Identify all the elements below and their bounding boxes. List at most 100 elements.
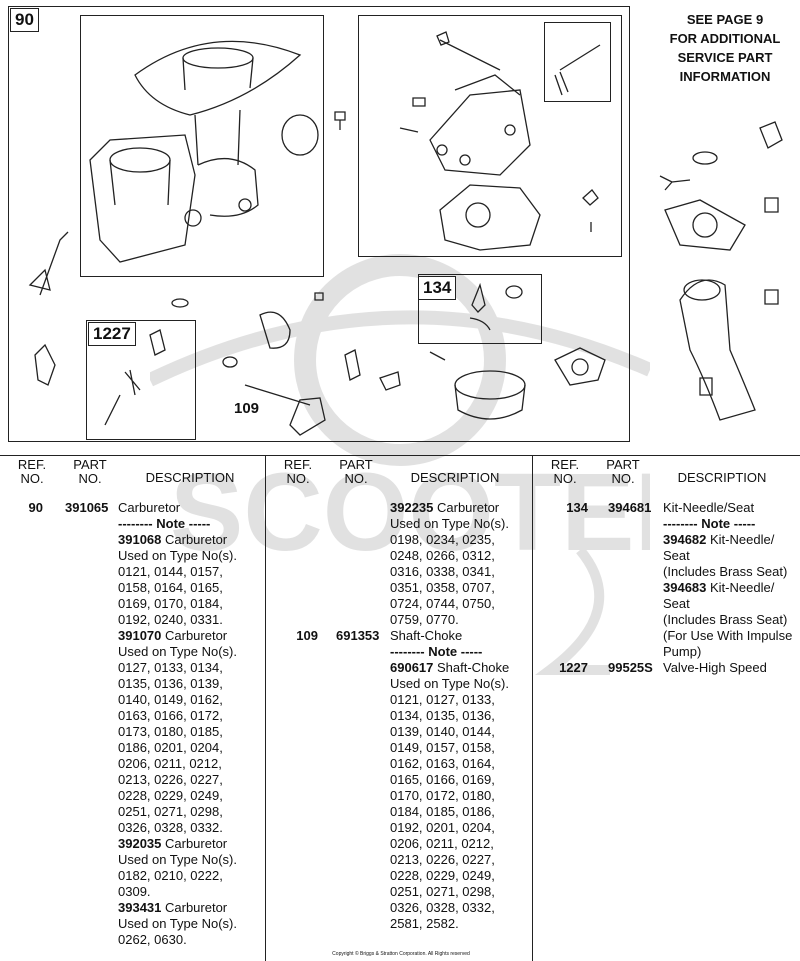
- description-line: 0170, 0172, 0180,: [390, 788, 495, 803]
- watermark-text: SCOOTER: [170, 451, 650, 574]
- description-line: 0134, 0135, 0136,: [390, 708, 495, 723]
- description-line: 0198, 0234, 0235,: [390, 532, 495, 547]
- header-ref: REF. NO.: [12, 458, 52, 486]
- alt-part-number: 393431: [118, 900, 162, 915]
- description-line: 0127, 0133, 0134,: [118, 660, 223, 675]
- description-line: 0228, 0229, 0249,: [390, 868, 495, 883]
- header-part-line2: NO.: [78, 471, 102, 486]
- description-line: 391070 Carburetor: [118, 628, 227, 644]
- header-part-line1: PART: [339, 457, 373, 472]
- description-line: Kit-Needle/Seat: [663, 500, 755, 515]
- description-text: Carburetor: [161, 628, 228, 643]
- alt-part-number: 391070: [118, 628, 162, 643]
- body-gasket-illustration: [439, 184, 541, 251]
- alt-part-number: 394682: [663, 532, 707, 547]
- note-divider: -------- Note -----: [118, 516, 211, 531]
- header-part-line1: PART: [73, 457, 107, 472]
- ref-number: 1227: [559, 660, 588, 675]
- header-part: PART NO.: [336, 458, 376, 486]
- alt-part-number: 392235: [390, 500, 434, 515]
- header-ref-line1: REF.: [283, 457, 313, 472]
- description-text: Kit-Needle/: [706, 532, 775, 547]
- description-line: 0262, 0630.: [118, 932, 187, 947]
- description-line: 0158, 0164, 0165,: [118, 580, 223, 595]
- alt-part-number: 394683: [663, 580, 707, 595]
- description-line: 392035 Carburetor: [118, 836, 227, 852]
- description-line: 0213, 0226, 0227,: [118, 772, 223, 787]
- header-ref-line2: NO.: [286, 471, 310, 486]
- part-number: 691353: [336, 628, 380, 643]
- part-number: 99525S: [608, 660, 653, 675]
- upper-body-inset-frame: [358, 15, 622, 257]
- exploded-diagram: 90 134 1227 109 SEE PAGE 9 FOR ADDITIONA…: [0, 0, 800, 455]
- description-line: 0316, 0338, 0341,: [390, 564, 495, 579]
- alt-part-number: 392035: [118, 836, 162, 851]
- choke-shaft-illustration: [244, 384, 326, 436]
- intake-gasket-illustration: [664, 199, 746, 251]
- description-line: Pump): [663, 644, 702, 659]
- header-part: PART NO.: [70, 458, 110, 486]
- header-ref-line2: NO.: [553, 471, 577, 486]
- carb-gasket-illustration: [554, 347, 606, 386]
- header-ref-line1: REF.: [17, 457, 47, 472]
- description-line: Used on Type No(s).: [390, 676, 509, 691]
- description-line: 0309.: [118, 884, 151, 899]
- description-line: 0140, 0149, 0162,: [118, 692, 223, 707]
- main-ref-label: 90: [10, 8, 39, 32]
- callout-134: 134: [418, 276, 457, 300]
- description-line: (Includes Brass Seat): [663, 612, 788, 627]
- description-text: Carburetor: [433, 500, 500, 515]
- header-description: DESCRIPTION: [145, 470, 235, 485]
- ref-number: 109: [296, 628, 318, 643]
- copyright-notice: Copyright © Briggs & Stratton Corporatio…: [332, 951, 470, 957]
- part-number: 394681: [608, 500, 652, 515]
- description-line: 392235 Carburetor: [390, 500, 499, 516]
- description-line: 0251, 0271, 0298,: [118, 804, 223, 819]
- description-line: 0173, 0180, 0185,: [118, 724, 223, 739]
- header-part-line1: PART: [606, 457, 640, 472]
- description-line: Valve-High Speed: [663, 660, 767, 675]
- carburetor-body-illustration: [89, 40, 302, 263]
- high-speed-valve-illustration: [104, 329, 166, 426]
- description-line: (For Use With Impulse: [663, 628, 793, 643]
- alt-part-number: 391068: [118, 532, 162, 547]
- header-part-line2: NO.: [611, 471, 635, 486]
- description-line: 0121, 0144, 0157,: [118, 564, 223, 579]
- intake-elbow-illustration: [679, 279, 756, 421]
- description-line: Used on Type No(s).: [390, 516, 509, 531]
- description-line: 0184, 0185, 0186,: [390, 804, 495, 819]
- carburetor-inset-frame: [80, 15, 324, 277]
- description-line: Seat: [663, 596, 690, 611]
- see-page-line: INFORMATION: [679, 69, 771, 84]
- description-line: Used on Type No(s).: [118, 644, 237, 659]
- description-line: 0165, 0166, 0169,: [390, 772, 495, 787]
- description-line: 0248, 0266, 0312,: [390, 548, 495, 563]
- description-line: 0169, 0170, 0184,: [118, 596, 223, 611]
- description-text: Kit-Needle/: [706, 580, 775, 595]
- ref-number: 134: [566, 500, 588, 515]
- description-line: 0182, 0210, 0222,: [118, 868, 223, 883]
- description-line: 394683 Kit-Needle/: [663, 580, 774, 596]
- description-line: 0759, 0770.: [390, 612, 459, 627]
- description-line: 0163, 0166, 0172,: [118, 708, 223, 723]
- description-line: 0186, 0201, 0204,: [118, 740, 223, 755]
- description-line: 0326, 0328, 0332,: [390, 900, 495, 915]
- description-line: 394682 Kit-Needle/: [663, 532, 774, 548]
- description-line: 0121, 0127, 0133,: [390, 692, 495, 707]
- column-divider: [265, 456, 266, 961]
- description-line: 0228, 0229, 0249,: [118, 788, 223, 803]
- header-description: DESCRIPTION: [410, 470, 500, 485]
- description-line: 0251, 0271, 0298,: [390, 884, 495, 899]
- description-line: Used on Type No(s).: [118, 852, 237, 867]
- see-page-line: SEE PAGE 9: [686, 12, 764, 27]
- description-line: 0139, 0140, 0144,: [390, 724, 495, 739]
- description-text: Carburetor: [161, 532, 228, 547]
- description-line: 0326, 0328, 0332.: [118, 820, 223, 835]
- callout-1227: 1227: [88, 322, 136, 346]
- description-text: Carburetor: [161, 900, 228, 915]
- description-line: Carburetor: [118, 500, 181, 515]
- description-line: 0206, 0211, 0212,: [390, 836, 494, 851]
- gasket-round-illustration: [281, 114, 319, 156]
- description-line: (Includes Brass Seat): [663, 564, 788, 579]
- header-description: DESCRIPTION: [677, 470, 767, 485]
